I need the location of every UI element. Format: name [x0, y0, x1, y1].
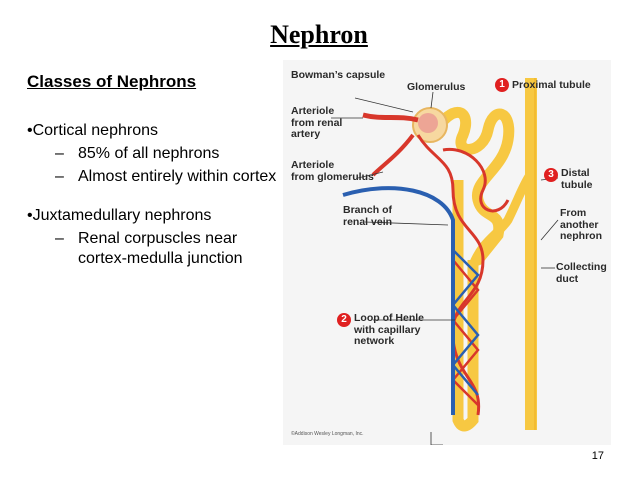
badge-distal: 3 [544, 168, 558, 182]
slide-title: Nephron [270, 20, 368, 49]
label-from-another-nephron: From another nephron [560, 207, 602, 242]
badge-loop: 2 [337, 313, 351, 327]
label-glomerulus: Glomerulus [407, 81, 466, 93]
sub-bullet: –Almost entirely within cortex [55, 168, 277, 185]
sub-bullet: –Renal corpuscles near cortex-medulla ju… [55, 230, 243, 267]
sub-bullet: –85% of all nephrons [55, 145, 220, 162]
label-arteriole-renal-artery: Arteriole from renal artery [291, 105, 343, 140]
label-collecting-duct: Collecting duct [556, 261, 607, 285]
section-heading: Classes of Nephrons [27, 72, 197, 91]
bullet-list: •Cortical nephrons –85% of all nephrons … [27, 121, 277, 269]
bullet-juxtamedullary: •Juxtamedullary nephrons [27, 207, 212, 224]
badge-proximal: 1 [495, 78, 509, 92]
label-bowmans-capsule: Bowman’s capsule [291, 69, 386, 81]
copyright-note: ©Addison Wesley Longman, Inc. [291, 431, 364, 437]
page-number: 17 [591, 450, 604, 462]
label-proximal-tubule: Proximal tubule [512, 79, 591, 91]
nephron-diagram [331, 78, 559, 446]
nephron-figure: Bowman’s capsule Glomerulus 1 Proximal t… [283, 60, 611, 446]
label-loop-of-henle: Loop of Henle with capillary network [354, 312, 424, 347]
bullet-cortical: •Cortical nephrons [27, 122, 158, 139]
label-distal-tubule: Distal tubule [561, 167, 593, 191]
label-arteriole-glomerulus: Arteriole from glomerulus [291, 159, 374, 183]
label-branch-renal-vein: Branch of renal vein [343, 204, 393, 228]
